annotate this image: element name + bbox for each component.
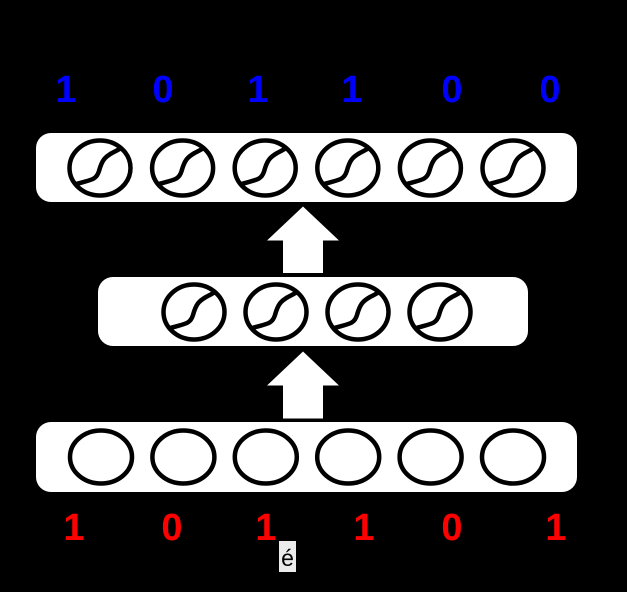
- hidden-layer: [98, 277, 528, 346]
- output-bit-4: 0: [441, 69, 462, 111]
- input-layer-box: [36, 422, 577, 492]
- block-arrow-up-icon: [267, 206, 339, 273]
- caption-bg-box: [279, 541, 296, 572]
- output-bit-1: 0: [152, 69, 173, 111]
- output-bit-5: 0: [539, 69, 560, 111]
- caption-text: é: [281, 545, 294, 571]
- input-bits-row: 1 0 1 1 0 1: [63, 507, 566, 549]
- input-bit-0: 1: [63, 507, 84, 549]
- caption-fragment: é: [279, 541, 296, 572]
- input-bit-5: 1: [545, 507, 566, 549]
- output-bits-row: 1 0 1 1 0 0: [55, 69, 560, 111]
- block-arrow-up-icon: [267, 351, 339, 419]
- output-layer-box: [36, 133, 577, 202]
- input-bit-2: 1: [255, 507, 276, 549]
- input-layer: [36, 422, 577, 492]
- input-bit-1: 0: [161, 507, 182, 549]
- output-layer: [36, 133, 577, 202]
- output-bit-0: 1: [55, 69, 76, 111]
- input-bit-4: 0: [441, 507, 462, 549]
- output-bit-2: 1: [247, 69, 268, 111]
- output-bit-3: 1: [341, 69, 362, 111]
- input-bit-3: 1: [353, 507, 374, 549]
